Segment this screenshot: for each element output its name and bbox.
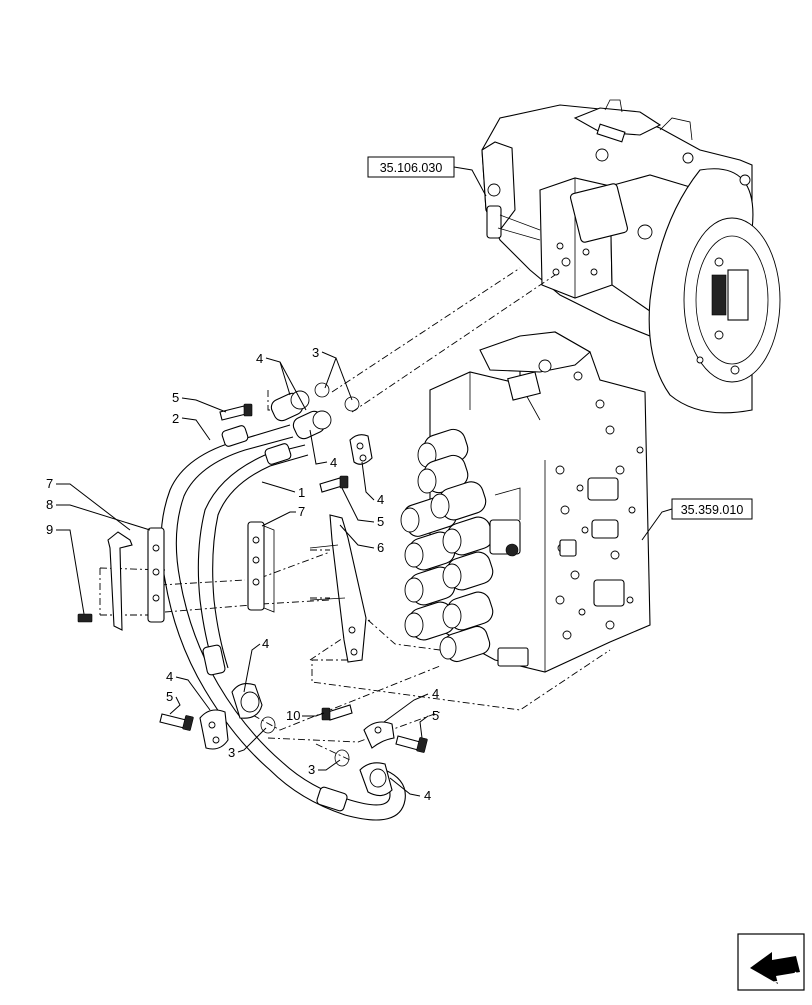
previous-page-arrow-icon[interactable] xyxy=(737,933,805,991)
reference-text: 35.359.010 xyxy=(681,503,744,517)
callout-9[interactable]: 9 xyxy=(46,522,53,537)
callout-2[interactable]: 2 xyxy=(172,411,179,426)
callout-5[interactable]: 5 xyxy=(432,708,439,723)
assembly-dash-lines xyxy=(99,267,611,761)
callout-4[interactable]: 4 xyxy=(256,351,263,366)
callout-3[interactable]: 3 xyxy=(312,345,319,360)
callout-leader-lines xyxy=(56,351,429,797)
callout-3[interactable]: 3 xyxy=(308,762,315,777)
callout-5[interactable]: 5 xyxy=(172,390,179,405)
callout-3[interactable]: 3 xyxy=(228,745,235,760)
callout-1[interactable]: 1 xyxy=(298,485,305,500)
reference-label-pump[interactable]: 35.106.030 xyxy=(367,156,487,197)
hydraulic-pump-assembly xyxy=(481,99,781,414)
callout-4[interactable]: 4 xyxy=(166,669,173,684)
reference-text: 35.106.030 xyxy=(380,161,443,175)
callout-numbers: 4 3 5 2 4 1 4 5 7 8 9 7 6 4 4 5 10 3 4 5… xyxy=(46,345,439,803)
callout-10[interactable]: 10 xyxy=(286,708,300,723)
valve-spool-sections xyxy=(400,428,494,663)
callout-4[interactable]: 4 xyxy=(424,788,431,803)
upper-flange-fittings xyxy=(219,382,373,493)
callout-4[interactable]: 4 xyxy=(330,455,337,470)
callout-5[interactable]: 5 xyxy=(377,514,384,529)
callout-4[interactable]: 4 xyxy=(377,492,384,507)
callout-5[interactable]: 5 xyxy=(166,689,173,704)
callout-4[interactable]: 4 xyxy=(262,636,269,651)
callout-6[interactable]: 6 xyxy=(377,540,384,555)
callout-4[interactable]: 4 xyxy=(432,686,439,701)
hydraulic-hoses xyxy=(160,424,406,821)
callout-7[interactable]: 7 xyxy=(298,504,305,519)
control-valve-block xyxy=(400,331,651,673)
callout-8[interactable]: 8 xyxy=(46,497,53,512)
lower-flange-fittings xyxy=(159,683,428,797)
reference-label-valve[interactable]: 35.359.010 xyxy=(641,498,753,541)
hose-brackets xyxy=(77,514,367,663)
callout-7[interactable]: 7 xyxy=(46,476,53,491)
